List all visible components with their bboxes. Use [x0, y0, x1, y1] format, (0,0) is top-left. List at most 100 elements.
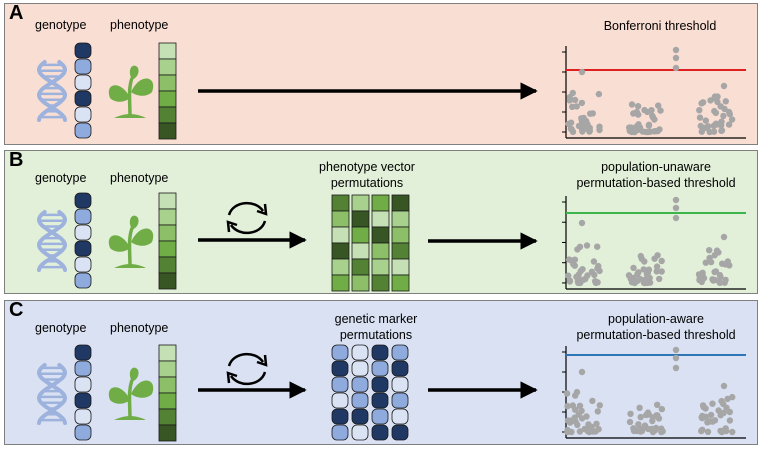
plot-dot	[658, 268, 665, 275]
plot-dot	[718, 428, 725, 436]
plot-dot	[595, 90, 603, 98]
plot-dot	[641, 279, 648, 287]
plot-dot	[728, 116, 736, 123]
plot-dot	[649, 427, 656, 434]
plot-dot	[573, 388, 581, 396]
plot-dot	[647, 128, 654, 135]
genotype-cell	[371, 360, 389, 377]
genotype-cell	[351, 360, 369, 377]
plot-dot	[712, 109, 720, 117]
plot-dot	[635, 421, 642, 428]
threshold-label: Bonferroni threshold	[604, 18, 717, 34]
plot-dot	[726, 417, 734, 424]
phenotype-cell	[391, 210, 410, 228]
plot-dot	[587, 110, 594, 117]
genotype-cell	[74, 106, 92, 123]
plot-dot	[633, 108, 640, 116]
genotype-cell	[74, 376, 92, 393]
plot-dot	[576, 243, 584, 250]
phenotype-cell	[158, 58, 177, 76]
plot-dot	[699, 426, 706, 433]
plot-dot	[627, 410, 634, 417]
genotype-label: genotype	[35, 18, 87, 32]
plot-dot	[672, 54, 680, 62]
genotype-cell	[74, 74, 92, 91]
plot-dot	[729, 393, 736, 401]
plot-dot	[631, 279, 638, 287]
panel-letter: C	[9, 299, 24, 321]
genotype-cell	[331, 408, 349, 425]
plot-dot	[725, 121, 733, 128]
plot-dot	[566, 277, 574, 284]
plot-dot	[657, 107, 664, 114]
plot-dot	[582, 275, 589, 283]
plot-dot	[563, 390, 571, 397]
phenotype-cell	[331, 274, 350, 292]
plot-dot	[672, 364, 680, 372]
plot-dot	[579, 128, 586, 135]
plot-dot	[725, 108, 733, 116]
phenotype-column	[158, 344, 177, 442]
cycle-head	[256, 203, 268, 216]
genotype-cell	[351, 376, 369, 393]
genotype-cell	[74, 392, 92, 409]
plot-dot	[659, 428, 666, 435]
plot-dot	[696, 114, 704, 121]
genotype-cell	[391, 424, 409, 441]
permuted-genotype-column	[351, 344, 369, 441]
phenotype-cell	[331, 258, 350, 276]
panel-a: A genotype phenotype Bonferroni threshol…	[4, 2, 758, 145]
plot-dot	[589, 397, 596, 405]
plot-dot	[672, 46, 680, 54]
panel-letter: B	[9, 149, 24, 171]
plot-dot	[672, 64, 680, 72]
phenotype-cell	[158, 424, 177, 442]
permuted-phenotype-column	[391, 194, 410, 292]
plot-dot	[722, 98, 729, 105]
plant-icon	[108, 367, 154, 421]
phenotype-cell	[351, 194, 370, 212]
plant-leaf	[131, 78, 154, 96]
genotype-cell	[74, 224, 92, 241]
plot-dot	[654, 401, 661, 408]
plot-dot	[696, 107, 703, 114]
plot-dot	[706, 128, 713, 136]
plot-dot	[720, 409, 727, 416]
permutation-label: phenotype vector permutations	[319, 159, 415, 191]
phenotype-cell	[158, 256, 177, 274]
phenotype-cell	[158, 360, 177, 378]
plot-dot	[636, 404, 643, 411]
plot-dot	[584, 427, 591, 435]
genotype-column	[74, 192, 92, 289]
plot-dot	[630, 427, 638, 435]
genotype-cell	[74, 272, 92, 289]
genotype-cell	[74, 408, 92, 425]
phenotype-cell	[351, 258, 370, 276]
cycle-arrows-icon	[226, 353, 268, 385]
plot-dot	[720, 82, 728, 90]
genotype-cell	[74, 256, 92, 273]
plot-dot	[568, 126, 575, 133]
plot-dot	[700, 403, 707, 411]
genotype-label: genotype	[35, 171, 87, 185]
plot-dot	[637, 428, 644, 435]
plot-dot	[658, 257, 665, 265]
plant-soil	[114, 416, 146, 420]
plot-dot	[672, 346, 680, 354]
dna-strand	[36, 210, 68, 272]
phenotype-cell	[371, 258, 390, 276]
genotype-cell	[74, 424, 92, 441]
permutation-label-line-2: permutations	[339, 328, 413, 342]
phenotype-cell	[158, 90, 177, 108]
plot-dot	[718, 127, 726, 134]
plot-dot	[672, 204, 680, 212]
plot-dot	[722, 261, 729, 268]
permuted-phenotype-column	[371, 194, 390, 292]
dna-strand	[36, 363, 68, 425]
phenotype-cell	[158, 106, 177, 124]
plot-dot	[721, 279, 728, 286]
genotype-cell	[74, 58, 92, 75]
plot-dot	[626, 418, 634, 426]
phenotype-cell	[158, 42, 177, 60]
plot-dot	[697, 122, 704, 130]
